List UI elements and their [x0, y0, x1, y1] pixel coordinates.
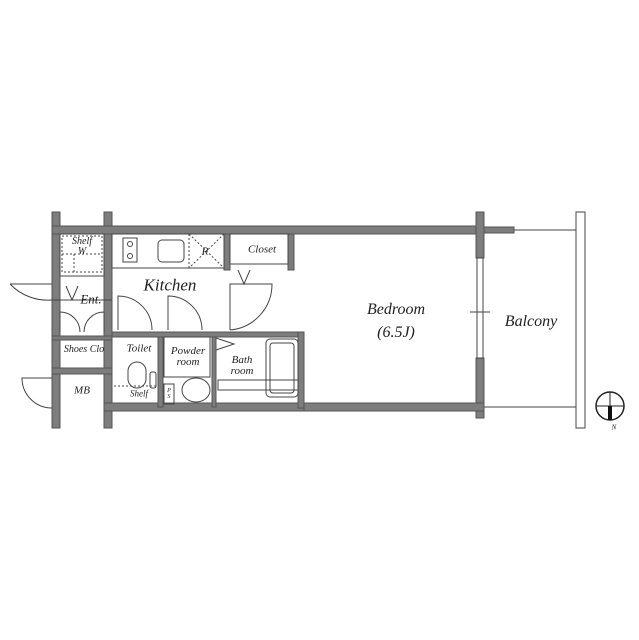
wall-closet — [223, 233, 231, 271]
closet-label: Closet — [247, 243, 277, 256]
bath-room-label: Bath room — [230, 354, 254, 377]
bedroom-size: (6.5J) — [377, 324, 415, 341]
shelf-w-area — [59, 233, 105, 277]
bedroom-door[interactable] — [229, 283, 273, 331]
sink-icon — [157, 239, 185, 263]
stove-icon — [122, 237, 138, 263]
entrance-door[interactable] — [9, 283, 112, 301]
wall-west-inner — [103, 211, 113, 429]
refrigerator-label: R — [201, 245, 209, 258]
compass-north-label: N — [611, 423, 617, 432]
refrigerator-space — [188, 233, 225, 269]
kitchen-label: Kitchen — [143, 275, 197, 295]
shoe-closet-doors[interactable] — [59, 311, 105, 333]
compass-icon — [595, 391, 625, 421]
toilet-bowl-icon — [127, 361, 147, 389]
shelf-w-label: Shelf W — [72, 236, 92, 257]
shoes-closet-label: Shoes Clo — [63, 344, 105, 355]
wall-south-bedroom — [299, 402, 485, 412]
wall-north — [51, 225, 485, 235]
powder-room-box — [163, 336, 211, 378]
wall-closet-right — [287, 233, 295, 271]
wall-wet-area — [111, 331, 301, 338]
mb-door[interactable] — [21, 377, 53, 409]
wall-toilet — [157, 336, 164, 408]
mb-label: MB — [74, 384, 90, 397]
balcony-window[interactable] — [476, 257, 484, 359]
toilet-door[interactable] — [117, 295, 153, 331]
balcony-rail — [575, 211, 586, 429]
pipe-space-label: P S — [167, 388, 171, 400]
wall-south — [103, 402, 305, 412]
toilet-shelf-label: Shelf — [130, 388, 148, 399]
wall-ent — [51, 335, 113, 341]
wall-mb — [51, 367, 113, 375]
bathtub-icon — [265, 338, 299, 398]
powder-room-label: Powder room — [170, 345, 206, 368]
wall-east-upper — [475, 211, 485, 259]
powder-door[interactable] — [167, 295, 203, 331]
bedroom-label: Bedroom — [366, 301, 426, 318]
wall-bath-east — [297, 331, 305, 409]
washbasin-icon — [181, 377, 211, 403]
wall-powder — [211, 336, 217, 408]
balcony-label: Balcony — [504, 313, 558, 330]
wall-west — [51, 211, 61, 429]
toilet-label: Toilet — [126, 342, 152, 355]
pipe-space-box — [163, 383, 175, 405]
entrance-label: Ent. — [80, 291, 102, 307]
closet-area — [229, 233, 289, 265]
wall-balcony-stub — [483, 226, 515, 234]
